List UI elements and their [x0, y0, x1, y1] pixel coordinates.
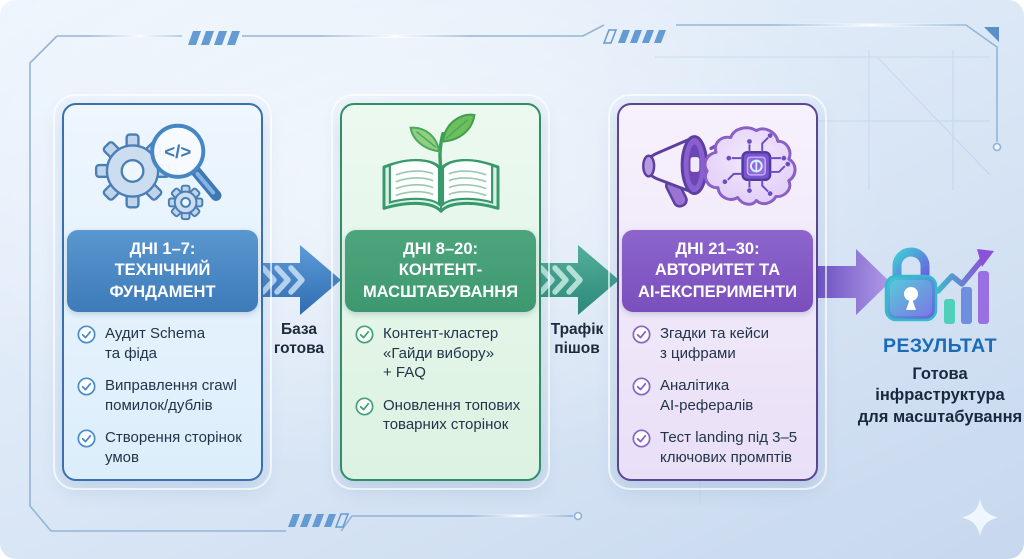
corner-triangle-icon: [984, 27, 999, 42]
bullet-text: Аналітика AI-рефералів: [660, 377, 754, 414]
stage-2-icon-zone: [342, 105, 539, 230]
stage-3-icon-zone: [619, 105, 816, 230]
bullet-item: Контент-кластер «Гайди вибору» + FAQ: [355, 324, 533, 383]
check-icon: [77, 377, 96, 396]
glow-streak: [320, 34, 470, 38]
arrow-stage1-to-stage2: [251, 245, 341, 315]
bullet-text: Аудит Schema та фіда: [105, 325, 206, 362]
bullet-text: Виправлення crawl помилок/дублів: [105, 377, 237, 414]
glow-streak: [770, 23, 970, 27]
glow-streak: [90, 34, 190, 38]
lock-growth-chart-icon: [884, 247, 994, 324]
stage-2-header: ДНІ 8–20: КОНТЕНТ- МАСШТАБУВАННЯ: [345, 230, 536, 312]
glow-streak: [470, 514, 570, 518]
bullet-item: Оновлення топових товарних сторінок: [355, 396, 533, 435]
gears-magnifier-code-icon: </>: [94, 123, 221, 220]
bullet-text: Оновлення топових товарних сторінок: [383, 396, 521, 434]
arrow-label-base-ready: База готова: [273, 321, 325, 358]
megaphone-brain-chip-icon: [641, 125, 797, 208]
result-block: РЕЗУЛЬТАТ Готова інфраструктура для масш…: [853, 238, 1024, 428]
bullet-text: Створення сторінок умов: [105, 429, 242, 466]
book-sprout-icon: [382, 113, 499, 213]
result-subtitle: Готова інфраструктура для масштабування: [857, 365, 1023, 426]
check-icon: [355, 325, 374, 344]
arrow-stage3-to-result: [814, 249, 890, 315]
stage-card-1: </> ДНІ 1–7: ТЕХНІЧНИЙ ФУНДАМЕНТ Аудит S…: [53, 94, 272, 490]
bullet-item: Створення сторінок умов: [77, 428, 255, 467]
bullet-item: Тест landing під 3–5 ключових промптів: [632, 428, 810, 467]
stage-card-2: ДНІ 8–20: КОНТЕНТ- МАСШТАБУВАННЯ Контент…: [331, 94, 550, 490]
result-title: РЕЗУЛЬТАТ: [883, 335, 997, 357]
check-icon: [632, 325, 651, 344]
stage-1-header: ДНІ 1–7: ТЕХНІЧНИЙ ФУНДАМЕНТ: [67, 230, 258, 312]
check-icon: [632, 429, 651, 448]
arrow-label-traffic-went: Трафік пішов: [550, 321, 604, 358]
sparkle-icon: [962, 499, 998, 536]
check-icon: [355, 396, 374, 416]
bullet-item: Згадки та кейси з цифрами: [632, 324, 810, 363]
code-glyph: </>: [164, 141, 191, 162]
stage-3-header: ДНІ 21–30: АВТОРИТЕТ ТА AI-ЕКСПЕРИМЕНТИ: [622, 230, 813, 312]
arrow-stage2-to-stage3: [529, 245, 619, 315]
stage-1-bullets: Аудит Schema та фіда Виправлення crawl п…: [77, 324, 255, 467]
bullet-text: Згадки та кейси з цифрами: [660, 325, 769, 362]
bullet-text: Тест landing під 3–5 ключових промптів: [660, 429, 798, 466]
circuit-node-icon: [573, 511, 583, 521]
bullet-text: Контент-кластер «Гайди вибору» + FAQ: [383, 325, 499, 381]
circuit-node-icon: [992, 142, 1002, 152]
bullet-item: Аналітика AI-рефералів: [632, 376, 810, 415]
stage-2-bullets: Контент-кластер «Гайди вибору» + FAQ Оно…: [355, 324, 533, 435]
check-icon: [77, 325, 96, 344]
check-icon: [77, 429, 96, 448]
stage-card-3: ДНІ 21–30: АВТОРИТЕТ ТА AI-ЕКСПЕРИМЕНТИ …: [608, 94, 827, 490]
bullet-item: Аудит Schema та фіда: [77, 324, 255, 363]
check-icon: [632, 377, 651, 396]
stage-1-icon-zone: </>: [64, 105, 261, 230]
bullet-item: Виправлення crawl помилок/дублів: [77, 376, 255, 415]
stage-3-bullets: Згадки та кейси з цифрами Аналітика AI-р…: [632, 324, 810, 467]
